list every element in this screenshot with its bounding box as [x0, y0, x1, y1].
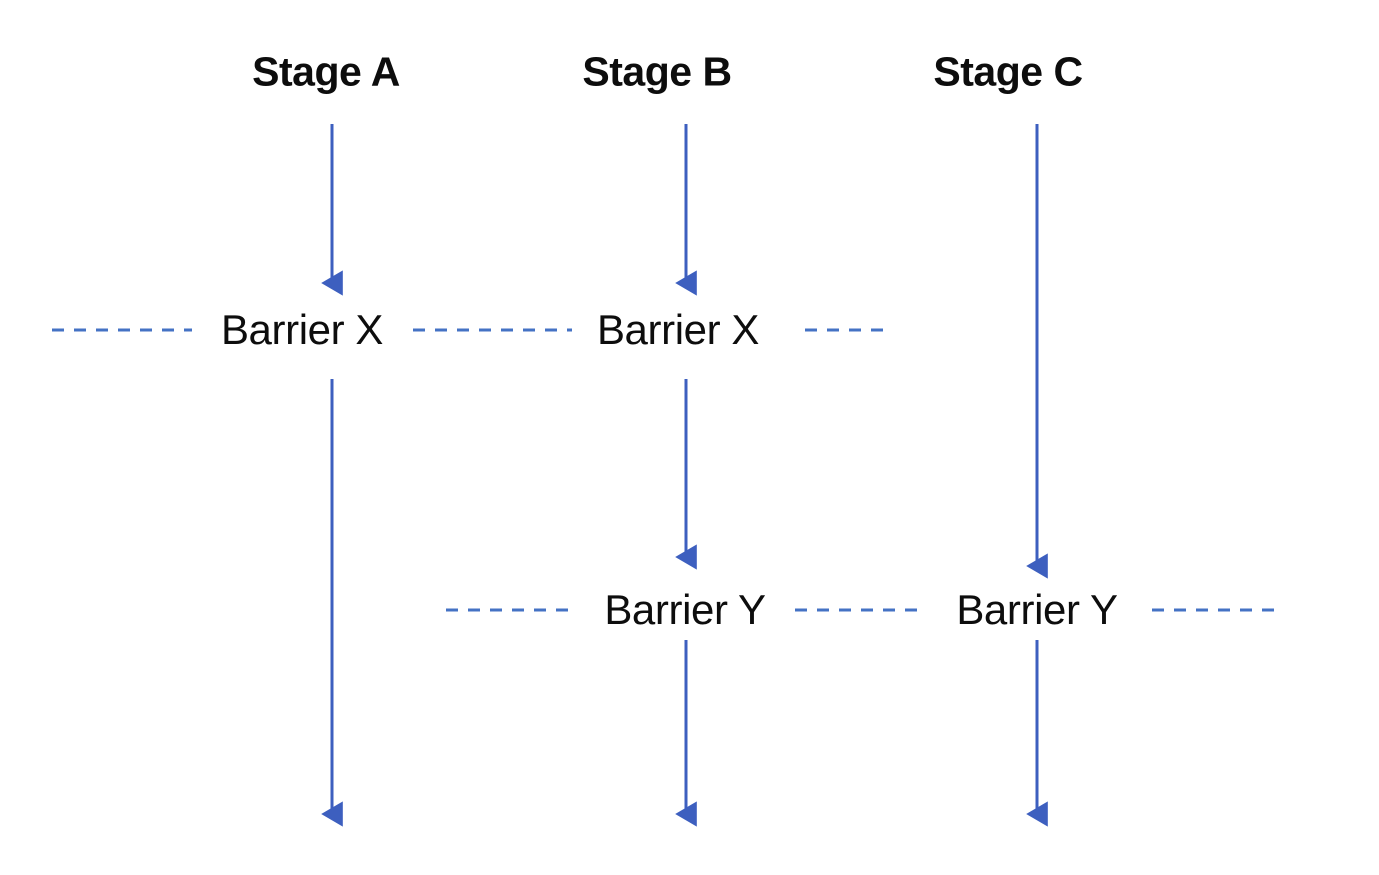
barrier-node-label[interactable]: Barrier Y — [604, 586, 766, 633]
stage-header-b: Stage B — [582, 48, 732, 95]
arrows-group — [321, 124, 1048, 827]
barrier-node-label[interactable]: Barrier X — [596, 306, 760, 353]
stage-header-a: Stage A — [252, 48, 400, 95]
dashed-links-group — [52, 328, 1282, 612]
barrier-node-label[interactable]: Barrier Y — [956, 586, 1118, 633]
barrier-node-label[interactable]: Barrier X — [220, 306, 384, 353]
stage-header-c: Stage C — [933, 48, 1083, 95]
